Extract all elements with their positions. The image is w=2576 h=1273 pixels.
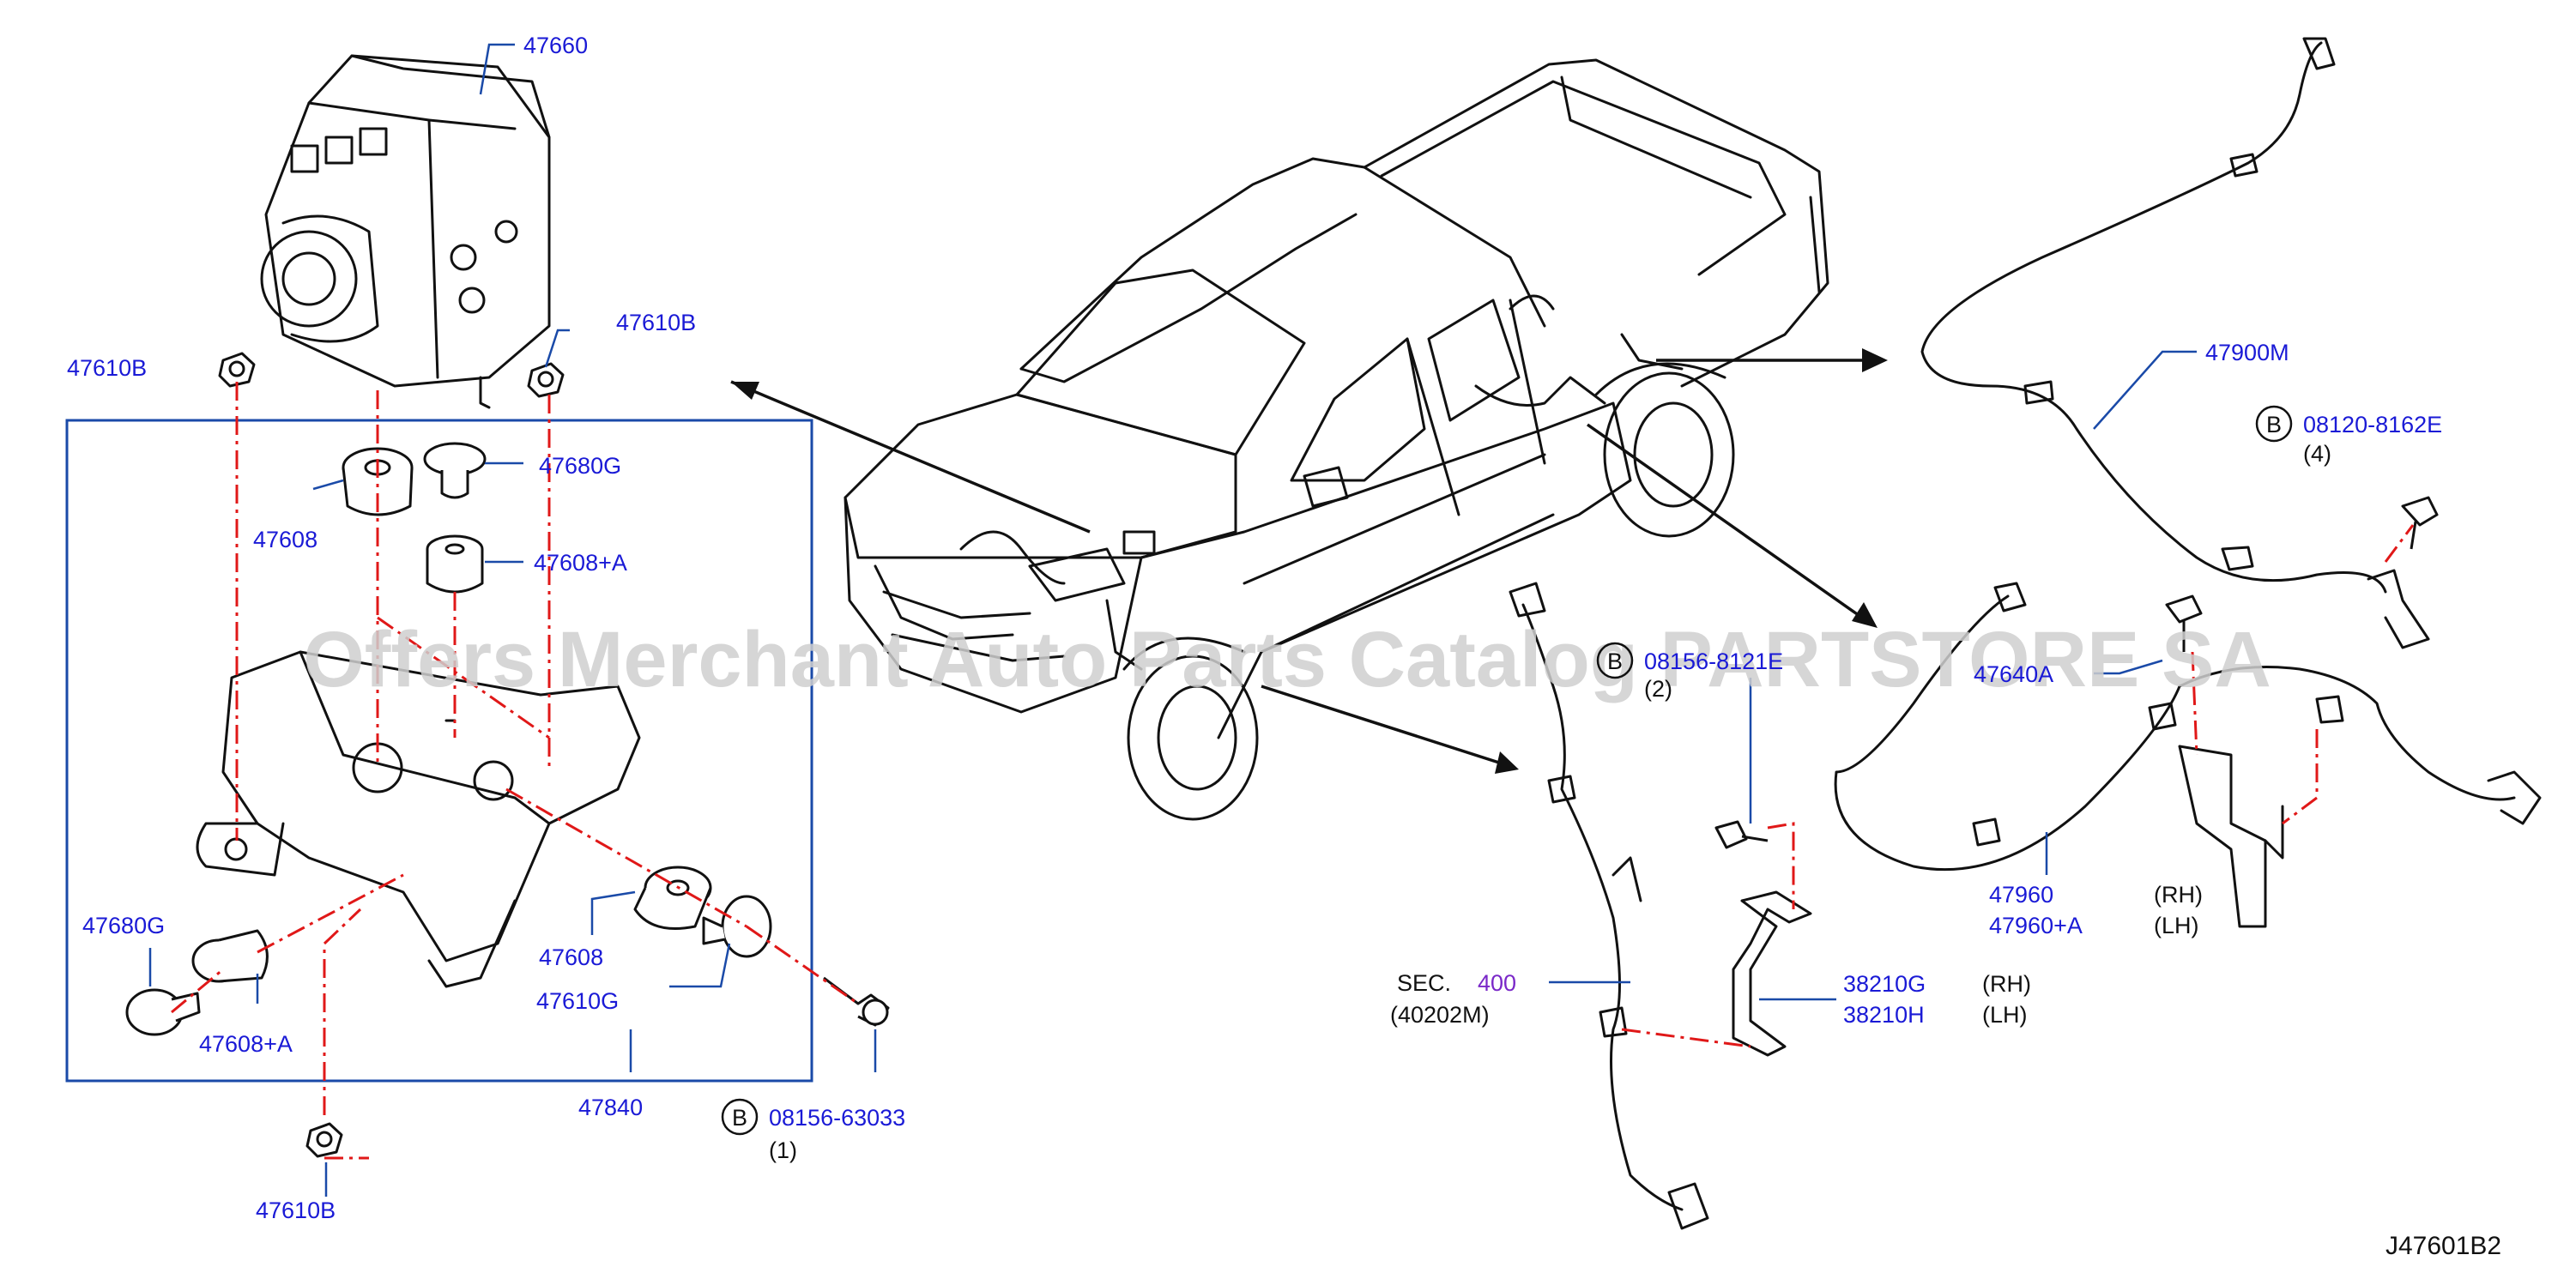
watermark: Offers Merchant Auto Parts Catalog PARTS… bbox=[303, 616, 2271, 703]
bolt-mid-drawing bbox=[2165, 594, 2203, 652]
nut-right-drawing bbox=[527, 362, 565, 398]
label-insulator-lower[interactable]: 47608 bbox=[539, 944, 603, 970]
label-bolt-front-qty: (2) bbox=[1644, 676, 1672, 702]
rear-sensor-drawing bbox=[1920, 37, 2430, 649]
bolt-front-callout[interactable]: B 08156-8121E (2) bbox=[1596, 642, 1783, 702]
label-nut-top-right[interactable]: 47610B bbox=[616, 310, 696, 335]
label-bracket-rh[interactable]: 38210G bbox=[1843, 971, 1926, 997]
label-front-sensor-mid[interactable]: 47640A bbox=[1974, 661, 2053, 687]
sec-reference[interactable]: SEC. 400 (40202M) bbox=[1390, 970, 1516, 1028]
label-bracket-rh-side: (RH) bbox=[1982, 971, 2031, 997]
label-collar-upper[interactable]: 47680G bbox=[539, 453, 621, 479]
centerlines-front-sensor bbox=[2191, 651, 2319, 825]
label-insulator-a-upper[interactable]: 47608+A bbox=[534, 550, 627, 576]
label-abs-actuator[interactable]: 47660 bbox=[523, 33, 588, 58]
label-bolt-bracket: 08156-63033 bbox=[769, 1105, 905, 1131]
label-front-sensor-rh[interactable]: 47960 bbox=[1989, 882, 2053, 908]
label-bolt-bracket-qty: (1) bbox=[769, 1137, 797, 1163]
bracket-group-frame bbox=[65, 419, 813, 1083]
label-bracket-lh[interactable]: 38210H bbox=[1843, 1002, 1925, 1028]
label-collar-lower[interactable]: 47680G bbox=[82, 913, 165, 938]
front-sensor-drawing bbox=[1834, 582, 2542, 872]
label-insulator-upper[interactable]: 47608 bbox=[253, 527, 317, 552]
leaders-left bbox=[148, 43, 877, 1197]
nut-bottom-drawing bbox=[305, 1122, 343, 1158]
bolt-bracket-callout[interactable]: B 08156-63033 (1) bbox=[721, 1098, 905, 1163]
label-sec-number: 400 bbox=[1478, 970, 1516, 996]
bolt-bracket-drawing bbox=[823, 976, 890, 1027]
nut-left-drawing bbox=[218, 352, 256, 388]
label-sec-ref: (40202M) bbox=[1390, 1002, 1490, 1028]
insulator-a-lower-drawing bbox=[191, 929, 269, 983]
bolt-front-drawing bbox=[1714, 820, 1769, 849]
center-sensor-drawing bbox=[1509, 582, 1709, 1230]
bolt-marker-front: B bbox=[1607, 649, 1623, 674]
bolt-marker-bracket: B bbox=[732, 1105, 747, 1131]
label-nut-top-left[interactable]: 47610B bbox=[67, 355, 147, 381]
label-rear-sensor[interactable]: 47900M bbox=[2205, 340, 2289, 365]
bolt-marker-rear: B bbox=[2266, 412, 2282, 437]
label-bracket[interactable]: 47840 bbox=[578, 1095, 643, 1120]
collar-upper-drawing bbox=[423, 442, 487, 499]
label-bolt-front: 08156-8121E bbox=[1644, 649, 1783, 674]
collar-side-drawing bbox=[702, 895, 772, 958]
bolt-rear-callout[interactable]: B 08120-8162E (4) bbox=[2255, 405, 2442, 467]
abs-actuator-drawing bbox=[260, 54, 551, 409]
centerlines-rear bbox=[2384, 524, 2415, 563]
label-front-sensor-lh[interactable]: 47960+A bbox=[1989, 913, 2083, 938]
label-nut-bottom[interactable]: 47610B bbox=[256, 1198, 336, 1223]
label-bolt-rear: 08120-8162E bbox=[2303, 412, 2442, 437]
center-bracket-drawing bbox=[1732, 890, 1812, 1057]
leaders-rear bbox=[2093, 350, 2197, 430]
callout-arrows bbox=[730, 348, 1888, 774]
leaders-front-sensor bbox=[2045, 659, 2163, 875]
label-bolt-rear-qty: (4) bbox=[2303, 441, 2331, 467]
truck-illustration bbox=[844, 58, 1829, 821]
label-collar-side[interactable]: 47610G bbox=[536, 988, 619, 1014]
centerlines-left bbox=[171, 382, 859, 1160]
bolt-rear-drawing bbox=[2401, 496, 2439, 550]
insulator-a-upper-drawing bbox=[426, 534, 484, 594]
leaders-center bbox=[1549, 678, 1836, 1001]
centerlines-center bbox=[1621, 822, 1795, 1048]
label-sec: SEC. bbox=[1397, 970, 1451, 996]
label-front-sensor-lh-side: (LH) bbox=[2154, 913, 2199, 938]
label-front-sensor-rh-side: (RH) bbox=[2154, 882, 2203, 908]
label-insulator-a-lower[interactable]: 47608+A bbox=[199, 1031, 293, 1057]
label-bracket-lh-side: (LH) bbox=[1982, 1002, 2028, 1028]
diagram-code: J47601B2 bbox=[2386, 1232, 2501, 1260]
bracket-drawing bbox=[196, 650, 641, 988]
collar-lower-drawing bbox=[125, 988, 201, 1036]
